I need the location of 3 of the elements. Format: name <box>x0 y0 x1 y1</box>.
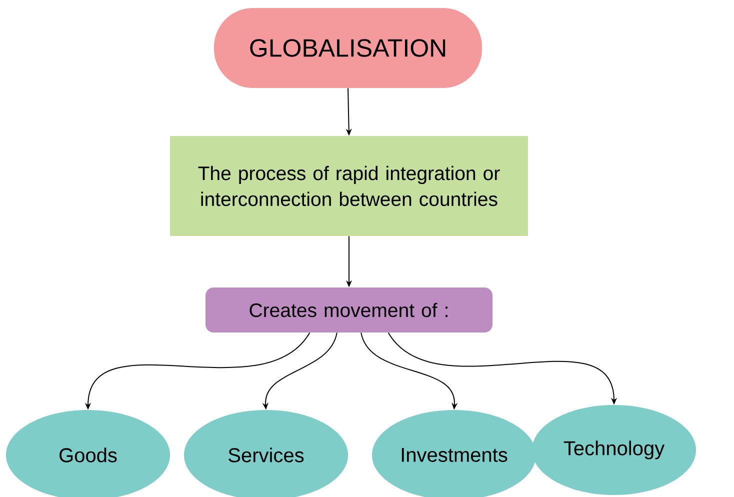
process-box: Creates movement of : <box>206 288 492 332</box>
title-pill: GLOBALISATION <box>214 8 482 88</box>
definition-box: The process of rapid integration or interconnection between countries <box>170 136 528 236</box>
